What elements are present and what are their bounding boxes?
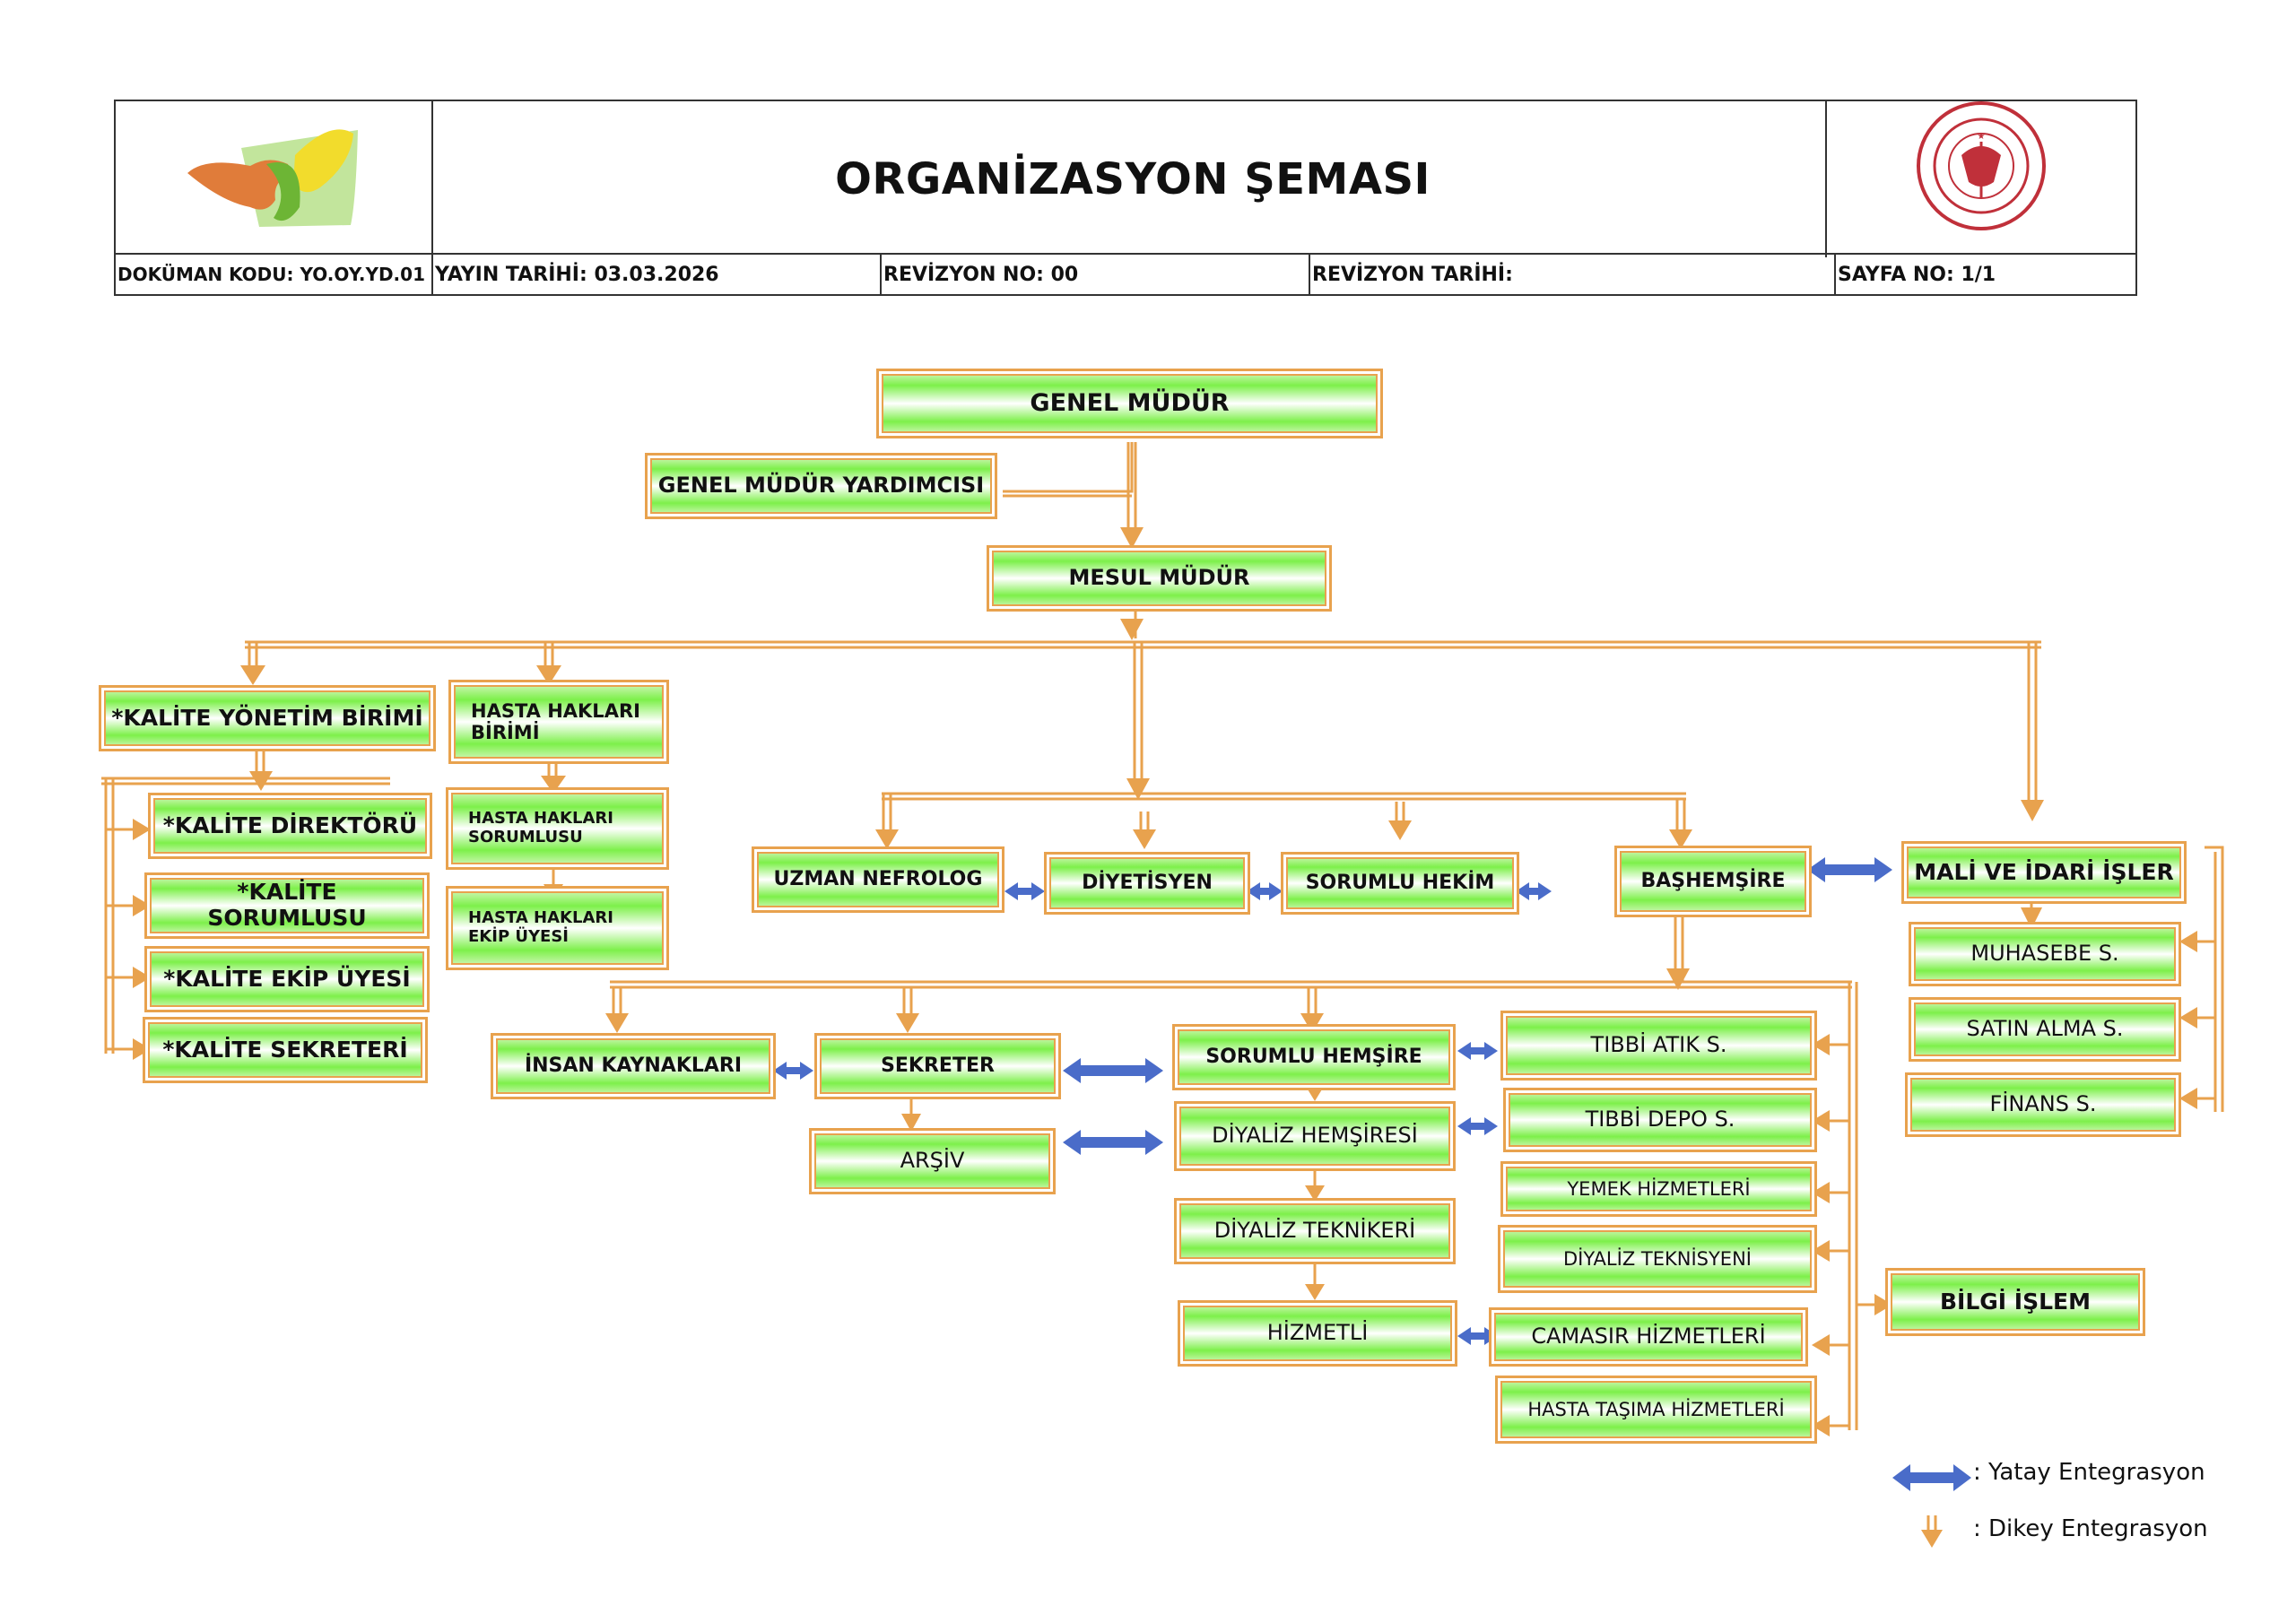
node-genel-mudur-yardimcisi: GENEL MÜDÜR YARDIMCISI bbox=[645, 453, 997, 519]
document-header: ORGANİZASYON ŞEMASI ★ DOKÜMAN KODU: YO.O… bbox=[114, 100, 2137, 296]
node-arsiv: ARŞİV bbox=[809, 1128, 1056, 1194]
node-sorumlu-hemsire: SORUMLU HEMŞİRE bbox=[1172, 1024, 1456, 1090]
svg-text:★: ★ bbox=[1978, 132, 1986, 142]
node-bilgi-islem: BİLGİ İŞLEM bbox=[1885, 1268, 2145, 1336]
ministry-seal-icon: ★ bbox=[1917, 101, 2046, 230]
publish-date: YAYIN TARİHİ: 03.03.2026 bbox=[431, 255, 880, 294]
horizontal-arrows bbox=[773, 857, 1892, 1345]
node-genel-mudur: GENEL MÜDÜR bbox=[876, 369, 1383, 438]
doc-code: DOKÜMAN KODU: YO.OY.YD.01 bbox=[117, 264, 425, 285]
legend-symbols bbox=[1892, 1464, 1971, 1548]
node-camasir-hizmetleri: CAMASIR HİZMETLERİ bbox=[1489, 1307, 1808, 1367]
node-uzman-nefrolog: UZMAN NEFROLOG bbox=[752, 846, 1004, 913]
node-yemek-hizmetleri: YEMEK HİZMETLERİ bbox=[1500, 1161, 1817, 1217]
node-hasta-haklari-birimi: HASTA HAKLARI BİRİMİ bbox=[448, 680, 669, 764]
page-title: ORGANİZASYON ŞEMASI bbox=[835, 154, 1431, 204]
node-diyaliz-teknisyeni: DİYALİZ TEKNİSYENİ bbox=[1498, 1225, 1817, 1293]
node-hasta-haklari-ekip-uyesi: HASTA HAKLARI EKİP ÜYESİ bbox=[446, 886, 669, 970]
node-bashemsire: BAŞHEMŞİRE bbox=[1614, 846, 1812, 917]
company-logo-icon bbox=[187, 129, 358, 227]
node-kalite-direktoru: *KALİTE DİREKTÖRÜ bbox=[148, 793, 432, 859]
node-hasta-haklari-sorumlusu: HASTA HAKLARI SORUMLUSU bbox=[446, 787, 669, 870]
node-kalite-sekreteri: *KALİTE SEKRETERİ bbox=[143, 1017, 428, 1083]
node-satin-alma: SATIN ALMA S. bbox=[1909, 997, 2181, 1062]
node-muhasebe: MUHASEBE S. bbox=[1909, 922, 2181, 986]
node-kalite-sorumlusu: *KALİTE SORUMLUSU bbox=[144, 872, 430, 939]
seal-cell: ★ bbox=[1825, 101, 2135, 257]
revision-date: REVİZYON TARİHİ: bbox=[1309, 255, 1834, 294]
node-finans: FİNANS S. bbox=[1905, 1072, 2181, 1137]
vertical-connectors bbox=[101, 442, 2224, 1430]
node-tibbi-depo: TIBBİ DEPO S. bbox=[1503, 1088, 1817, 1152]
node-tibbi-atik: TIBBİ ATIK S. bbox=[1500, 1011, 1817, 1081]
node-mali-idari-isler: MALİ VE İDARİ İŞLER bbox=[1901, 841, 2187, 904]
node-sorumlu-hekim: SORUMLU HEKİM bbox=[1281, 852, 1519, 915]
node-diyaliz-hemsiresi: DİYALİZ HEMŞİRESİ bbox=[1174, 1101, 1456, 1171]
node-hizmetli: HİZMETLİ bbox=[1178, 1300, 1457, 1367]
logo-cell bbox=[116, 101, 433, 257]
node-diyaliz-teknikeri: DİYALİZ TEKNİKERİ bbox=[1174, 1198, 1456, 1264]
node-kalite-ekip-uyesi: *KALİTE EKİP ÜYESİ bbox=[144, 946, 430, 1012]
node-hasta-tasima: HASTA TAŞIMA HİZMETLERİ bbox=[1495, 1376, 1817, 1444]
title-cell: ORGANİZASYON ŞEMASI bbox=[431, 101, 1834, 257]
legend-vertical-label: : Dikey Entegrasyon bbox=[1973, 1515, 2208, 1542]
node-kalite-yonetim-birimi: *KALİTE YÖNETİM BİRİMİ bbox=[99, 685, 436, 751]
legend-horizontal-label: : Yatay Entegrasyon bbox=[1973, 1459, 2205, 1486]
node-mesul-mudur: MESUL MÜDÜR bbox=[987, 545, 1332, 612]
page-no: SAYFA NO: 1/1 bbox=[1834, 255, 2139, 294]
revision-no: REVİZYON NO: 00 bbox=[880, 255, 1309, 294]
meta-row: DOKÜMAN KODU: YO.OY.YD.01 YAYIN TARİHİ: … bbox=[116, 253, 2135, 294]
node-diyetisyen: DİYETİSYEN bbox=[1044, 852, 1250, 915]
node-insan-kaynaklari: İNSAN KAYNAKLARI bbox=[491, 1033, 776, 1099]
node-sekreter: SEKRETER bbox=[814, 1033, 1061, 1099]
